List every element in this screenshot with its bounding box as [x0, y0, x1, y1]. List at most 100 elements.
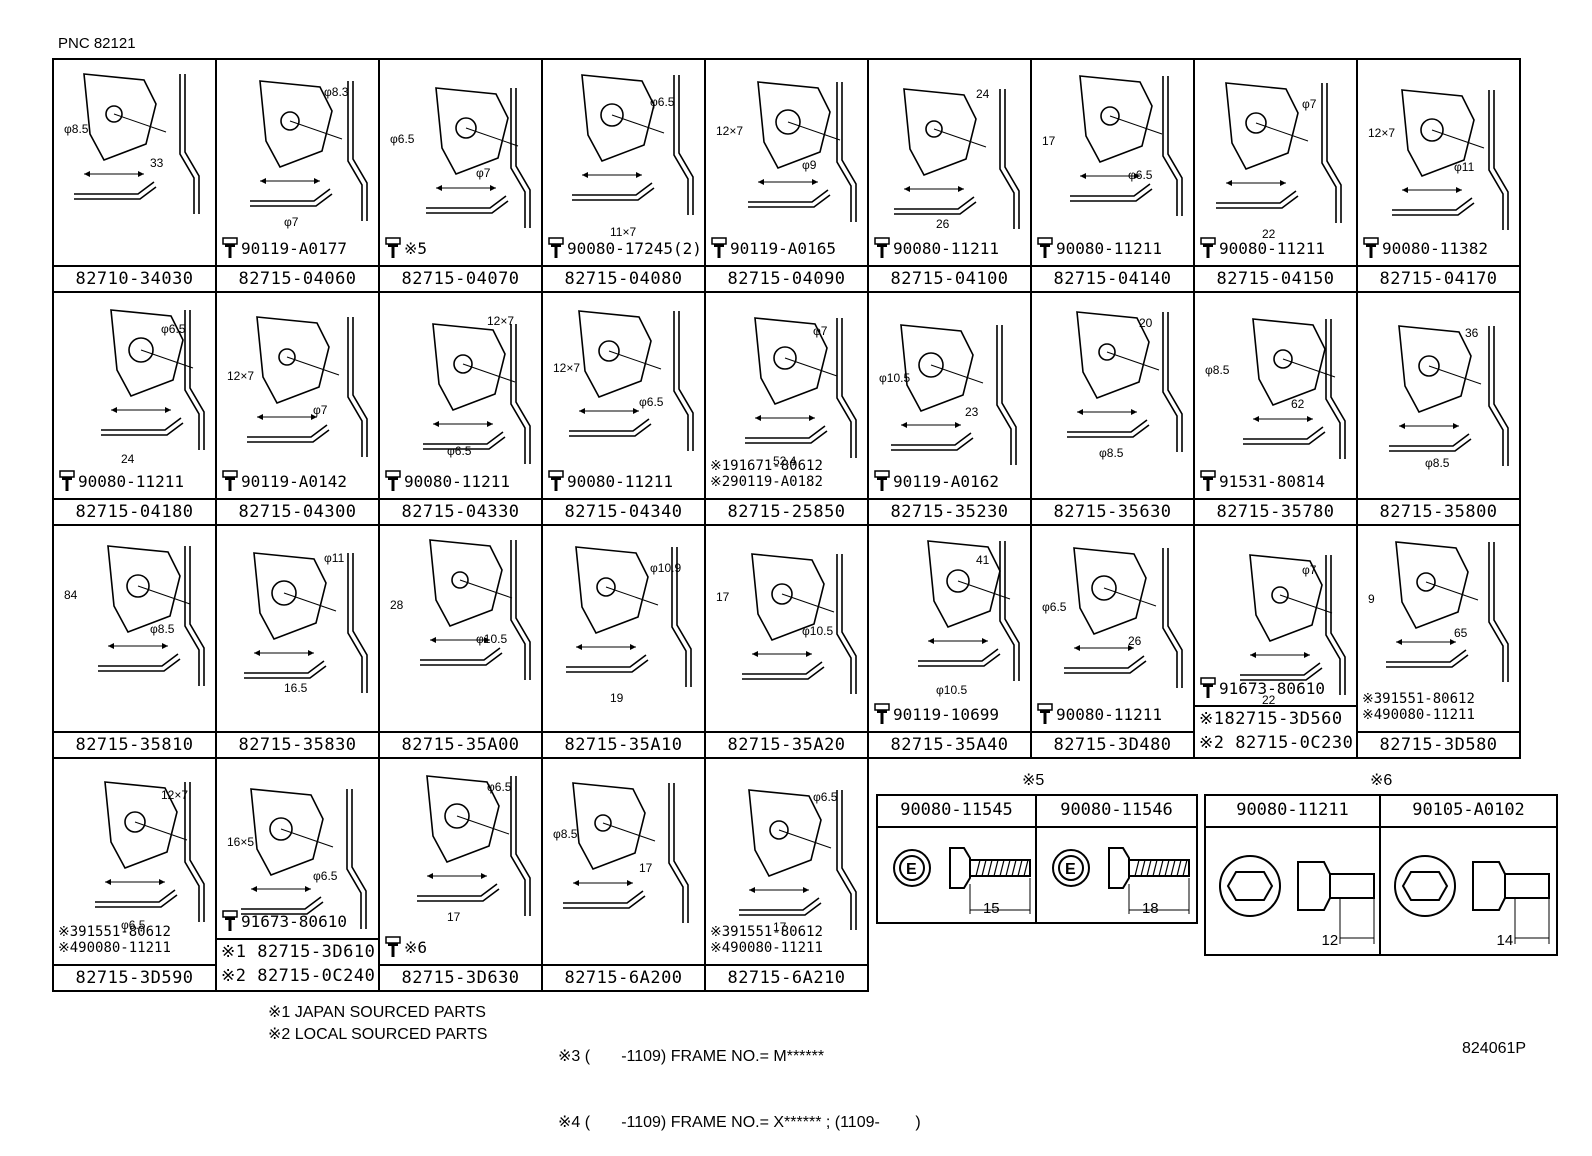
- bolt-icon: [874, 703, 890, 724]
- dimension-label: 17: [773, 920, 787, 934]
- part-number-japan: ※1 82715-3D610: [221, 942, 376, 962]
- bolt-icon: [1037, 703, 1053, 724]
- part-drawing: [1064, 547, 1183, 688]
- part-drawing: [98, 545, 205, 686]
- fastener-callout: 90080-11211: [384, 470, 510, 492]
- dimension-label: φ10.5: [936, 683, 968, 697]
- dimension-label: 12×7: [227, 369, 255, 383]
- part-number: 82715-04150: [1195, 265, 1356, 293]
- dimension-label: φ10.5: [879, 371, 911, 385]
- dimension-label: φ10.5: [476, 632, 508, 646]
- dimension-label: 9: [1368, 592, 1375, 606]
- dimension-label: 84: [64, 588, 78, 602]
- dimension-label: 17: [1042, 134, 1056, 148]
- fastener-variant-1: ※391551-80612: [1362, 691, 1475, 707]
- dimension-label: 16.5: [284, 681, 308, 695]
- part-drawing: [1389, 325, 1509, 466]
- fastener-callout: 90080-11211: [1036, 237, 1162, 259]
- fastener-part-number: 90080-11211: [893, 238, 999, 258]
- part-number: 82715-35800: [1358, 498, 1519, 526]
- part-drawing: [891, 324, 1017, 465]
- dimension-label: φ7: [284, 215, 299, 229]
- fastener-callout: 90080-11211: [1199, 237, 1325, 259]
- bolt-length-label: 18: [1141, 900, 1159, 917]
- bolt-icon: [1200, 470, 1216, 491]
- part-number: 82715-04080: [543, 265, 704, 293]
- bolt-icon: [548, 470, 564, 491]
- bolt-icon: [1037, 237, 1053, 258]
- dimension-label: φ6.5: [1042, 600, 1067, 614]
- fastener-callout: 90080-11382: [1362, 237, 1488, 259]
- part-drawing: [1216, 82, 1342, 223]
- dimension-label: 24: [121, 452, 135, 466]
- part-drawing: [894, 88, 1020, 229]
- dimension-label: 11×7: [610, 225, 637, 239]
- part-drawing: [569, 310, 694, 451]
- fastener-variant-2: ※290119-A0182: [710, 474, 823, 490]
- dimension-label: φ8.5: [553, 827, 578, 841]
- part-number: 82715-04340: [543, 498, 704, 526]
- part-drawing: [572, 74, 694, 215]
- part-number: 82715-04060: [217, 265, 378, 293]
- legend-part-number: 90105-A0102: [1381, 796, 1556, 828]
- dimension-label: φ8.5: [150, 622, 175, 636]
- dimension-label: φ8.5: [1205, 363, 1230, 377]
- bolt-icon: [548, 237, 564, 258]
- part-number: 82715-35A00: [380, 731, 541, 759]
- part-number: 82715-04300: [217, 498, 378, 526]
- dimension-label: 24: [976, 87, 990, 101]
- bolt-icon: [1200, 677, 1216, 698]
- notes-frame: ※3 ( -1109) FRAME NO.= M****** ※4 ( -110…: [558, 1002, 921, 1156]
- fastener-part-number: 91531-80814: [1219, 471, 1325, 491]
- dimension-label: φ10.9: [650, 561, 682, 575]
- fastener-variant-1: ※191671-80612: [710, 458, 823, 474]
- part-drawing: [1070, 75, 1183, 216]
- dimension-label: φ6.5: [390, 132, 415, 146]
- dimension-label: φ7: [476, 166, 491, 180]
- note-3: ※3 ( -1109) FRAME NO.= M******: [558, 1048, 825, 1065]
- fastener-part-number: 90080-17245(2): [567, 238, 702, 258]
- dimension-label: 16×5: [227, 835, 255, 849]
- diagram-code: 824061P: [1462, 1040, 1527, 1057]
- dimension-label: φ10.5: [802, 624, 834, 638]
- hex-bolt-drawing: [1394, 855, 1550, 944]
- legend-part-number: 90080-11211: [1206, 796, 1379, 828]
- dimension-label: 26: [1128, 634, 1142, 648]
- part-number: 82715-3D590: [54, 964, 215, 992]
- bolt-icon: [222, 910, 238, 931]
- part-number-variants: ※1 82715-3D610※2 82715-0C240: [217, 938, 378, 992]
- part-drawing: [420, 539, 531, 680]
- dimension-label: 12×7: [1368, 126, 1396, 140]
- part-number: 82715-35830: [217, 731, 378, 759]
- fastener-callout: 90119-A0162: [873, 470, 999, 492]
- part-number-local: ※2 82715-0C230: [1199, 733, 1354, 753]
- bolt-length-label: 15: [982, 900, 1000, 917]
- dimension-label: 52.4: [773, 454, 797, 468]
- part-number: 82715-04100: [869, 265, 1030, 293]
- part-number: 82715-35A20: [706, 731, 867, 759]
- bolt-icon: [1363, 237, 1379, 258]
- bolt-icon: [385, 237, 401, 258]
- fastener-callout: 91673-80610: [221, 910, 347, 932]
- bolt-icon: [59, 470, 75, 491]
- part-number: 82715-3D480: [1032, 731, 1193, 759]
- part-drawing: [742, 553, 857, 694]
- part-drawing: [241, 788, 367, 929]
- dimension-label: 12×7: [553, 361, 581, 375]
- dimension-label: 20: [1139, 316, 1153, 330]
- bolt-length-label: 12: [1321, 932, 1339, 949]
- dimension-label: φ6.5: [161, 322, 186, 336]
